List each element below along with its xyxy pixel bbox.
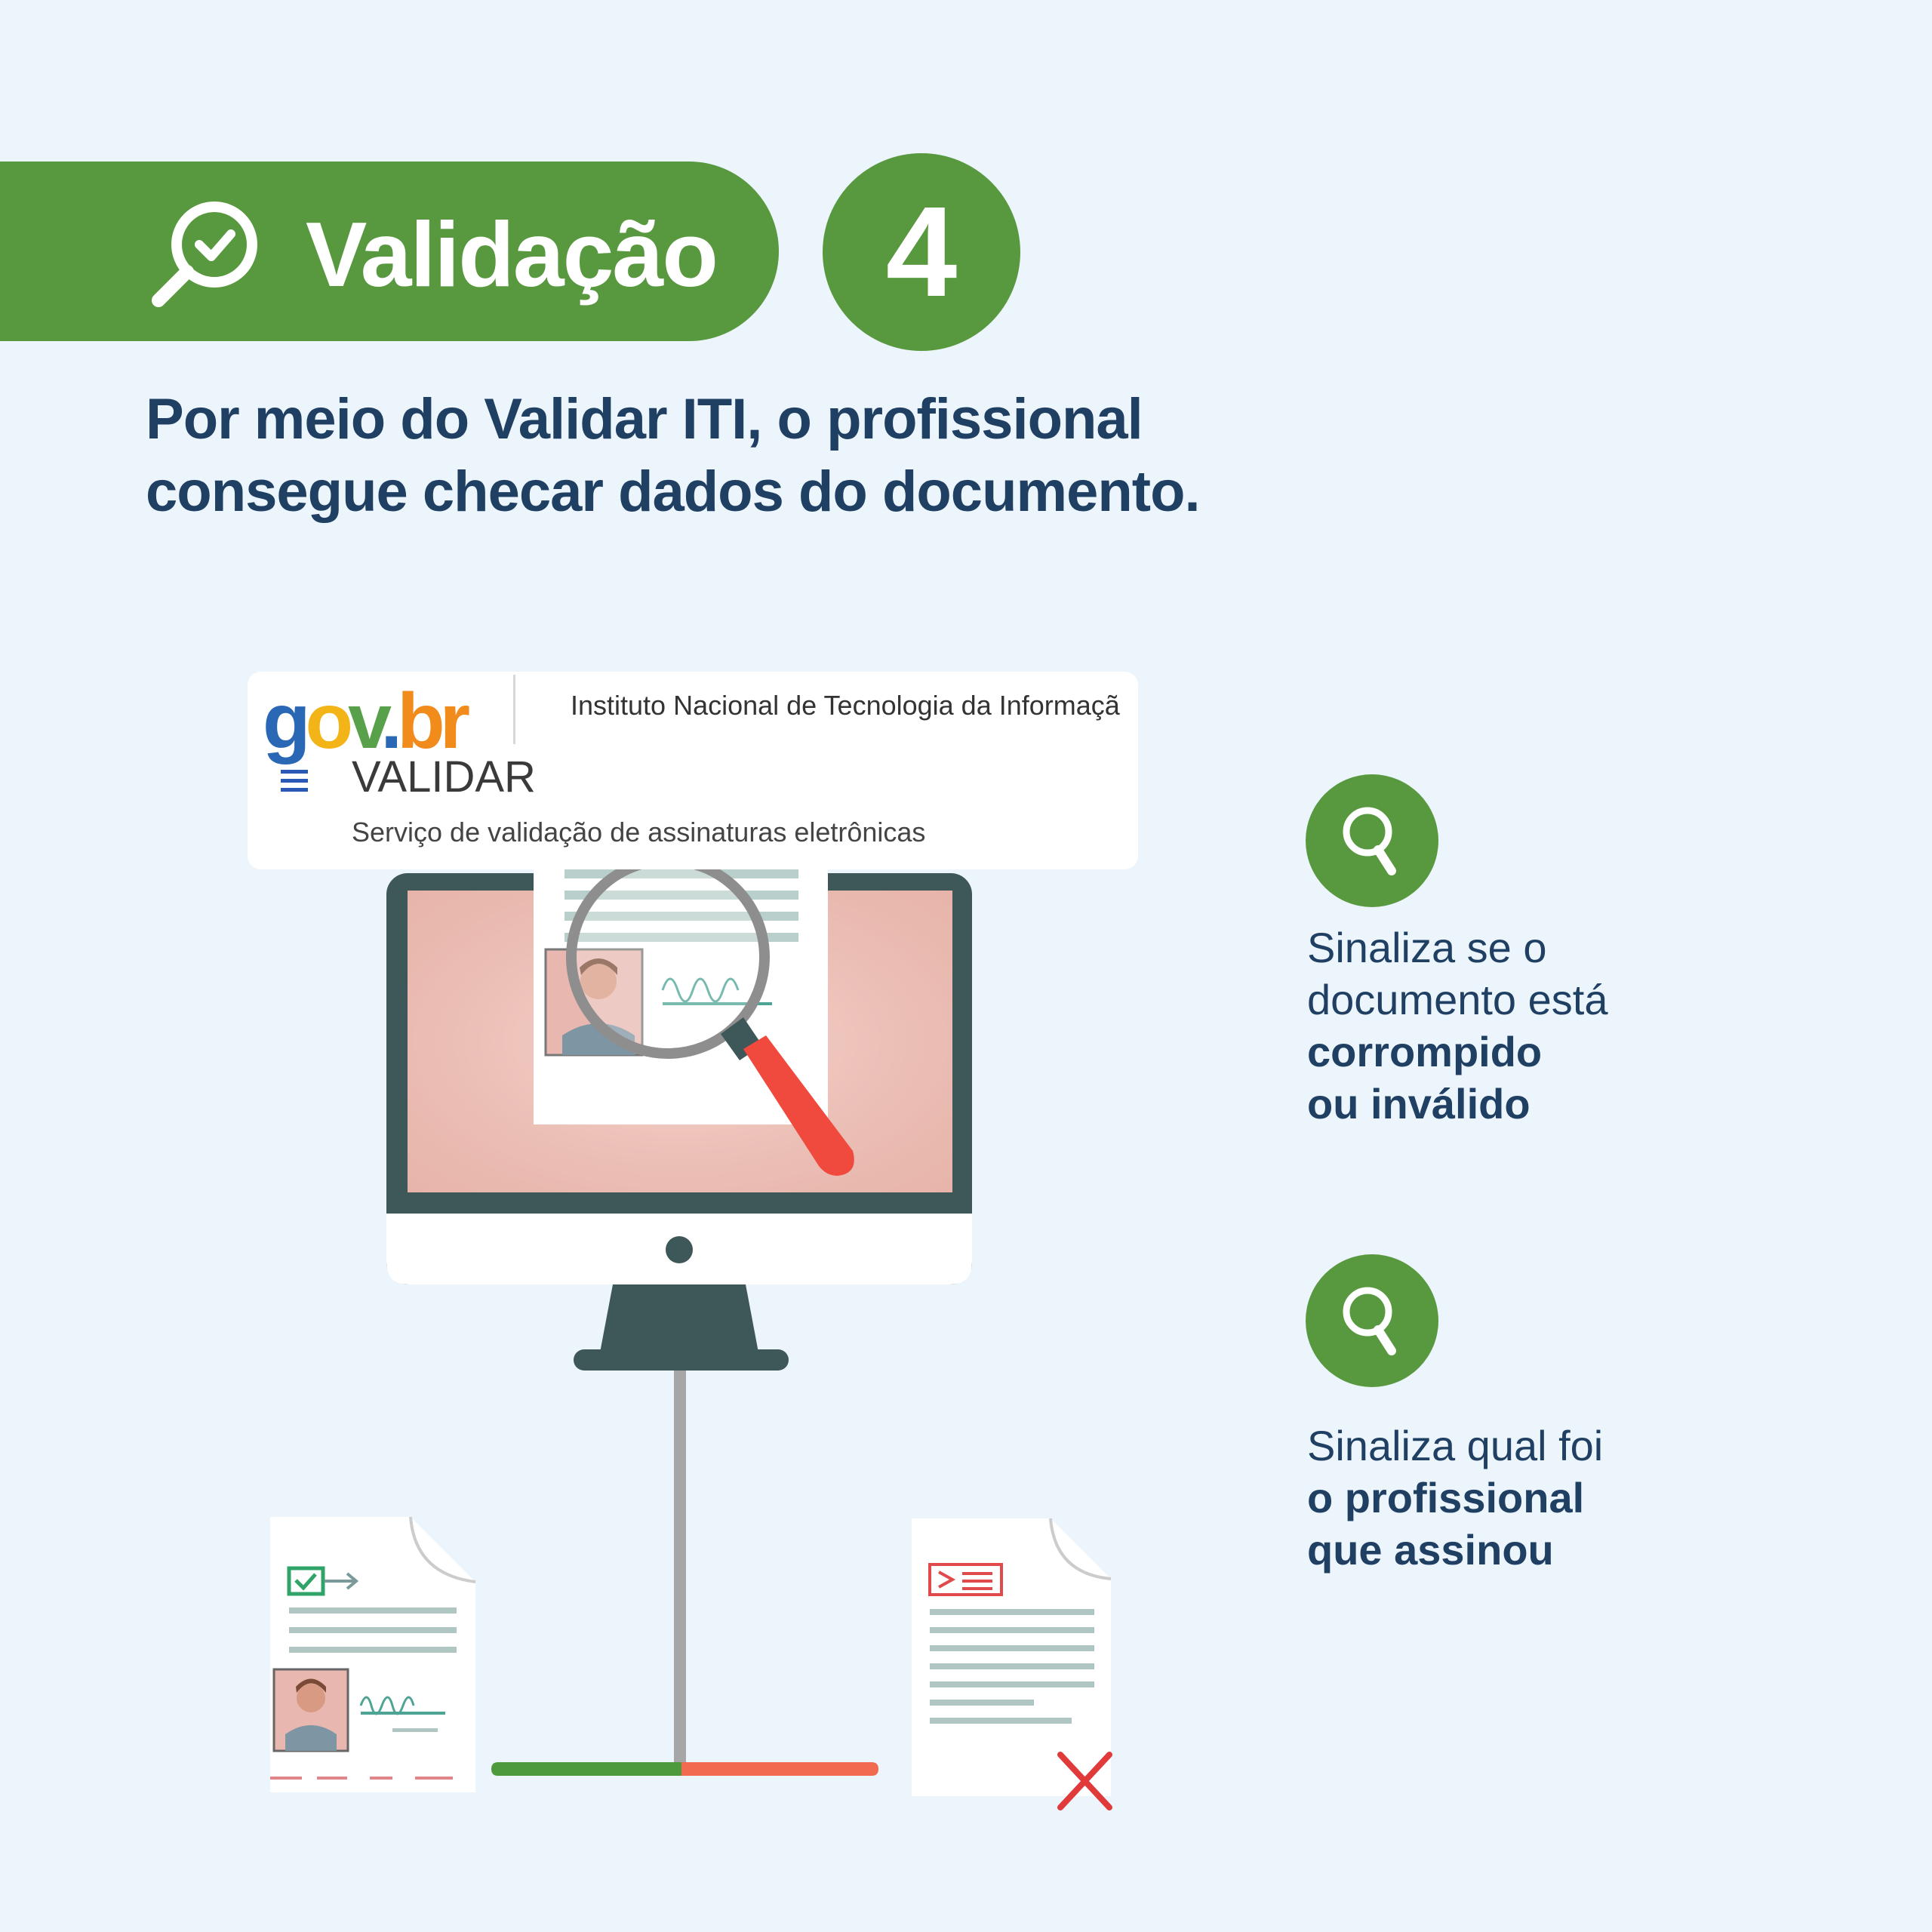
feature-text: Sinaliza se o (1307, 924, 1547, 971)
section-title: Validação (306, 203, 718, 306)
subtitle-line: consegue checar dados do documento. (146, 460, 1201, 524)
hamburger-menu-icon[interactable] (279, 768, 309, 794)
stand-pole (674, 1371, 686, 1767)
invalid-document (912, 1518, 1112, 1810)
govbr-logo[interactable]: gov.br (263, 678, 470, 765)
page-subtitle: Por meio do Validar ITI, o profissional … (146, 383, 1353, 528)
organization-name: Instituto Nacional de Tecnologia da Info… (571, 690, 1120, 721)
validar-site-header: gov.br Instituto Nacional de Tecnologia … (248, 672, 1138, 869)
header-banner (0, 162, 779, 341)
valid-bar (491, 1762, 681, 1776)
subtitle-line: Por meio do Validar ITI, o profissional (146, 387, 1143, 451)
feature-text: Sinaliza qual foi (1307, 1422, 1604, 1469)
magnifier-check-icon (152, 202, 257, 307)
feature-highlight: o profissional (1307, 1474, 1585, 1521)
feature-icon-badge (1306, 1254, 1438, 1387)
search-icon (1343, 807, 1396, 875)
feature-icon-badge (1306, 774, 1438, 907)
feature-text: documento está (1307, 976, 1608, 1023)
site-description: Serviço de validação de assinaturas elet… (352, 817, 926, 848)
feature-highlight: que assinou (1307, 1526, 1554, 1574)
valid-document (270, 1516, 476, 1792)
feature-signer-professional: Sinaliza qual foi o profissional que ass… (1307, 1420, 1730, 1576)
search-icon (1343, 1287, 1396, 1355)
document-on-screen (534, 853, 828, 1124)
magnifying-glass-icon (566, 855, 854, 1176)
header-divider (513, 675, 515, 744)
invalid-bar (681, 1762, 878, 1776)
site-title: VALIDAR (352, 752, 536, 801)
step-number-badge: 4 (823, 153, 1020, 351)
feature-corrupted-or-invalid: Sinaliza se o documento está corrompido … (1307, 921, 1730, 1130)
feature-highlight: ou inválido (1307, 1080, 1531, 1128)
feature-highlight: corrompido (1307, 1028, 1543, 1075)
